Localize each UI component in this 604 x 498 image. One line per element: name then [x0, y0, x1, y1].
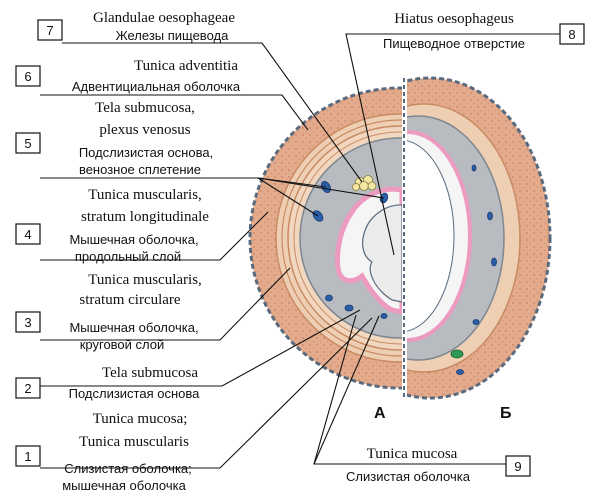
label-3-latin-1: Tunica muscularis,	[88, 272, 202, 288]
lumen	[362, 204, 402, 303]
oesophageal-glands	[352, 175, 377, 191]
label-2-russian: Подслизистая основа	[69, 386, 201, 401]
panel-a-section	[248, 86, 402, 390]
label-1-latin-2: Tunica muscularis	[79, 434, 189, 450]
label-num-8: 8	[568, 27, 575, 42]
label-4-latin-1: Tunica muscularis,	[88, 187, 202, 203]
number-boxes	[15, 19, 585, 477]
label-9-russian: Слизистая оболочка	[346, 469, 471, 484]
hiatus-opening	[407, 140, 455, 332]
label-7-latin: Glandulae oesophageae	[93, 10, 235, 26]
label-num-5: 5	[24, 136, 31, 151]
label-9-latin: Tunica mucosa	[367, 446, 458, 462]
label-3-russian-1: Мышечная оболочка,	[69, 320, 198, 335]
label-4-russian-2: продольный слой	[75, 249, 181, 264]
label-num-9: 9	[514, 459, 521, 474]
label-1-russian-2: мышечная оболочка	[62, 478, 186, 493]
hiatus-veins	[456, 164, 497, 375]
label-5-russian-1: Подслизистая основа,	[79, 145, 213, 160]
label-4-russian-1: Мышечная оболочка,	[69, 232, 198, 247]
label-3-latin-2: stratum circulare	[79, 292, 181, 308]
panel-label-a: А	[374, 405, 386, 422]
label-7-russian: Железы пищевода	[116, 28, 229, 43]
label-2-latin: Tela submucosa	[102, 365, 198, 381]
label-num-6: 6	[24, 69, 31, 84]
label-5-latin-2: plexus venosus	[99, 122, 190, 138]
leader-lines	[40, 33, 560, 469]
muscle-divider-1	[281, 119, 402, 357]
label-6-russian: Адвентициальная оболочка	[72, 79, 241, 94]
label-1-russian-1: Слизистая оболочка;	[64, 461, 192, 476]
label-6-latin: Tunica adventitia	[134, 58, 238, 74]
label-8-russian: Пищеводное отверстие	[383, 36, 525, 51]
hiatus-green-structure	[450, 349, 464, 359]
label-num-4: 4	[24, 227, 31, 242]
label-3-russian-2: круговой слой	[80, 337, 165, 352]
label-num-1: 1	[24, 449, 31, 464]
label-5-russian-2: венозное сплетение	[79, 162, 201, 177]
muscle-divider-2	[293, 131, 402, 345]
label-5-latin-1: Tela submucosa,	[95, 100, 195, 116]
label-8-latin: Hiatus oesophageus	[394, 11, 514, 27]
label-num-3: 3	[24, 315, 31, 330]
label-4-latin-2: stratum longitudinale	[81, 209, 209, 225]
label-num-2: 2	[24, 381, 31, 396]
panel-b-section	[407, 76, 552, 400]
label-1-latin-1: Tunica mucosa;	[93, 411, 188, 427]
label-num-7: 7	[46, 23, 53, 38]
panel-label-b: Б	[500, 405, 512, 422]
